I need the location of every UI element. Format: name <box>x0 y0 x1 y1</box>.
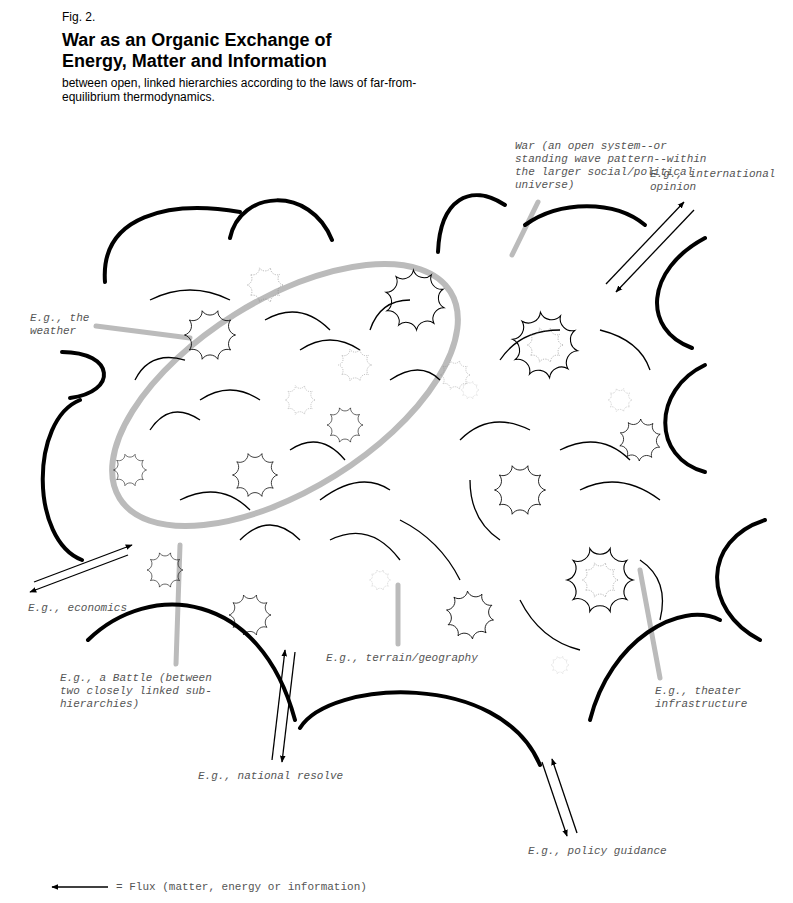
inner-arc <box>265 312 330 330</box>
inner-arc <box>460 422 530 440</box>
inner-arc <box>330 533 400 560</box>
callout-label: E.g., the weather <box>30 312 110 338</box>
leader-line <box>512 202 538 255</box>
system-boundary <box>43 195 765 765</box>
leader-line <box>396 585 401 644</box>
burst <box>147 553 183 587</box>
boundary-arc <box>657 238 705 348</box>
burst <box>613 414 666 466</box>
burst <box>229 595 271 635</box>
flux-arrow <box>282 652 295 762</box>
figure-number: Fig. 2. <box>62 10 262 24</box>
flux-arrow <box>272 650 285 760</box>
burst <box>527 328 563 362</box>
burst <box>285 386 315 415</box>
diagram-title: War as an Organic Exchange of Energy, Ma… <box>62 30 372 72</box>
callout-label: E.g., national resolve <box>198 770 368 783</box>
inner-arc <box>370 300 410 330</box>
inner-arc <box>200 390 260 400</box>
boundary-arc <box>717 520 765 640</box>
inner-arc <box>400 520 460 580</box>
legend-text: = Flux (matter, energy or information) <box>116 881 416 894</box>
burst <box>582 563 618 597</box>
inner-arc <box>520 600 580 650</box>
callout-label: E.g., international opinion <box>650 168 785 194</box>
inner-arc <box>320 482 390 500</box>
burst <box>442 588 498 643</box>
burst <box>507 308 583 381</box>
inner-arc <box>240 525 300 540</box>
sub-hierarchy-arcs <box>135 290 663 650</box>
burst <box>567 549 633 612</box>
burst <box>551 656 569 673</box>
inner-arc <box>560 442 630 460</box>
subtitle: between open, linked hierarchies accordi… <box>62 76 442 104</box>
boundary-arc <box>43 400 82 560</box>
flux-arrow <box>542 762 567 836</box>
battle-ellipse <box>69 211 500 579</box>
inner-arc <box>640 560 663 620</box>
dotted-bursts <box>247 268 632 674</box>
inner-arc <box>290 442 345 460</box>
flux-arrow <box>606 202 684 284</box>
burst <box>247 268 283 302</box>
flux-arrows <box>30 202 694 887</box>
boundary-arc <box>105 208 240 282</box>
burst <box>608 389 632 412</box>
burst <box>495 466 546 515</box>
inner-arc <box>470 480 500 540</box>
callout-label: E.g., a Battle (between two closely link… <box>60 672 225 711</box>
inner-arc <box>300 340 360 350</box>
burst <box>233 454 278 497</box>
boundary-arc <box>300 692 540 765</box>
leader-line <box>640 570 660 678</box>
inner-arc <box>500 330 560 360</box>
inner-arc <box>390 370 440 380</box>
inner-arc <box>150 412 200 430</box>
flux-arrow <box>552 759 577 833</box>
burst <box>185 311 236 360</box>
burst <box>114 454 147 485</box>
callout-label: E.g., economics <box>28 602 158 615</box>
burst <box>461 381 479 398</box>
inner-arc <box>135 358 185 381</box>
boundary-arc <box>438 195 505 252</box>
callout-label: E.g., theater infrastructure <box>655 685 755 711</box>
boundary-arc <box>665 365 705 472</box>
burst <box>327 408 363 442</box>
inner-arc <box>600 330 650 370</box>
callout-label: E.g., policy guidance <box>528 845 688 858</box>
leader-line <box>96 326 190 338</box>
boundary-arc <box>230 200 332 240</box>
solid-bursts <box>114 265 667 643</box>
inner-arc <box>180 492 250 510</box>
boundary-arc <box>62 352 104 398</box>
burst <box>440 361 470 390</box>
legend-arrow-sample <box>52 886 108 887</box>
burst <box>370 570 391 590</box>
boundary-arc <box>525 206 645 225</box>
inner-arc <box>580 482 660 500</box>
inner-arc <box>150 290 230 300</box>
flux-arrow <box>30 555 128 592</box>
burst <box>339 349 372 380</box>
callout-label: E.g., terrain/geography <box>326 652 496 665</box>
burst <box>379 265 452 336</box>
flux-arrow <box>34 545 132 582</box>
flux-arrow <box>616 210 694 292</box>
